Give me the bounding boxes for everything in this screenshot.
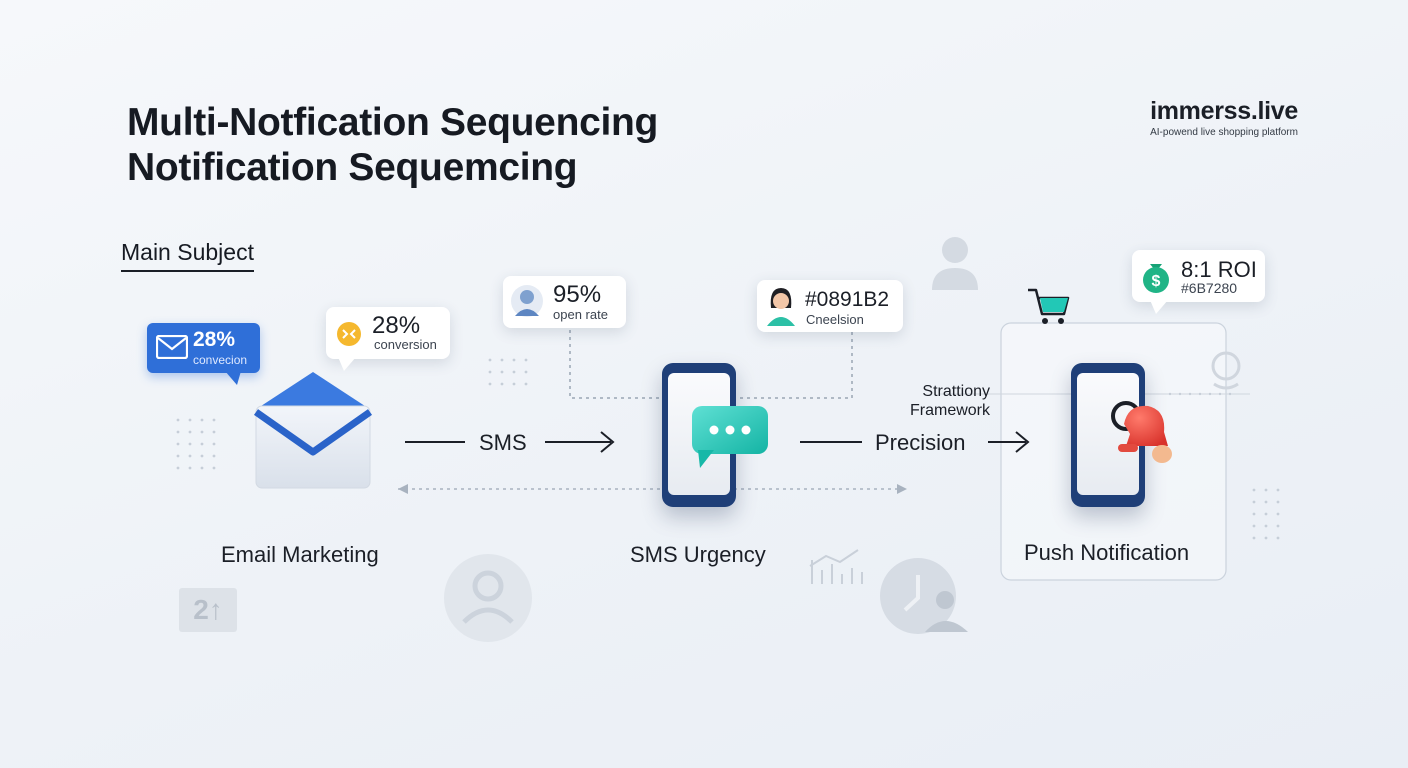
- push-phone-screen: [1077, 373, 1139, 495]
- push-stat-value: 8:1 ROI: [1181, 257, 1257, 282]
- badge-icon: [337, 322, 361, 346]
- email-badge: 28% convecion: [147, 323, 260, 385]
- email-label: Email Marketing: [221, 542, 379, 567]
- flow-arrow-2: [800, 431, 1030, 453]
- framework-line-1: Strattiony: [922, 383, 990, 400]
- email-stat-card: 28% conversion: [326, 307, 450, 371]
- sms-stat-value: 95%: [553, 281, 602, 308]
- sms-label: SMS Urgency: [630, 542, 766, 567]
- sms-stat-sub: open rate: [553, 307, 608, 322]
- framework-label: Strattiony Framework: [898, 382, 990, 420]
- framework-line-2: Framework: [909, 402, 990, 419]
- woman-avatar-icon: [767, 288, 795, 326]
- brand-name: immerss.live: [1150, 97, 1298, 125]
- push-phone: [1071, 363, 1145, 507]
- email-badge-value: 28%: [193, 328, 236, 351]
- cart-icon: [1028, 288, 1070, 324]
- sms-color-value: #0891B2: [805, 288, 890, 311]
- email-badge-sub: convecion: [193, 353, 248, 367]
- push-roi-card: $ 8:1 ROI #6B7280: [1132, 250, 1265, 314]
- brand-block: immerss.live AI-powend live shopping pla…: [1150, 97, 1298, 138]
- money-bag-icon: $: [1143, 264, 1169, 293]
- flow-arrow-2-label: Precision: [875, 430, 966, 455]
- sms-openrate-card: 95% open rate: [503, 276, 626, 328]
- chat-bubble-icon: [692, 406, 768, 468]
- bell-icon: [1111, 401, 1172, 463]
- title-line-1: Multi-Notfication Sequencing: [127, 101, 659, 144]
- envelope-icon: [253, 372, 373, 489]
- flow-arrow-1-label: SMS: [479, 430, 527, 455]
- mail-icon: [156, 335, 188, 359]
- brand-tagline: AI-powend live shopping platform: [1150, 127, 1298, 138]
- email-stat-value: 28%: [372, 312, 421, 339]
- email-stat-sub: conversion: [374, 337, 437, 352]
- flow-arrow-1: [405, 431, 615, 453]
- sms-color-card: #0891B2 Cneelsion: [757, 280, 903, 332]
- user-avatar-icon: [511, 285, 543, 317]
- svg-text:$: $: [1152, 273, 1161, 290]
- push-label: Push Notification: [1024, 540, 1190, 565]
- title-line-2: Notification Sequemcing: [127, 146, 578, 189]
- counter-decoration: 2↑: [179, 588, 237, 632]
- push-stat-sub: #6B7280: [1181, 280, 1238, 296]
- sms-color-sub: Cneelsion: [806, 312, 864, 327]
- page-title: Multi-Notfication Sequencing Notificatio…: [127, 100, 658, 190]
- section-label: Main Subject: [121, 239, 254, 272]
